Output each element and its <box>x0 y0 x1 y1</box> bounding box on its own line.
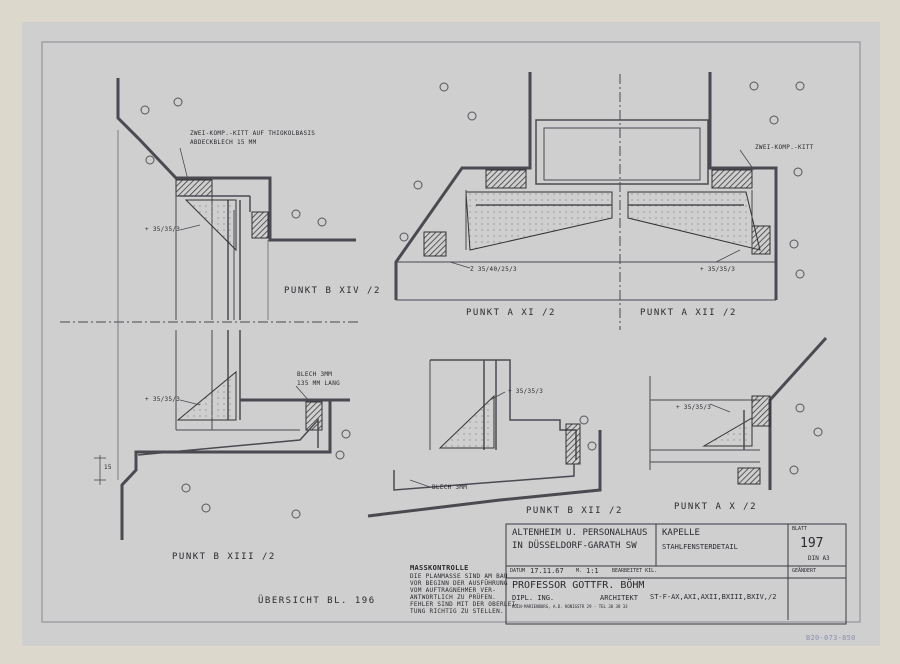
masskontrolle-line-4: ANTWORTLICH ZU PRÜFEN. <box>410 594 497 601</box>
punkt-a11-label: PUNKT A XI /2 <box>466 308 556 318</box>
massstab-value: 1:1 <box>586 567 599 575</box>
architect-name: PROFESSOR GOTTFR. BÖHM <box>512 580 645 591</box>
kitt-right-label: ZWEI-KOMP.-KITT <box>755 144 814 151</box>
profile-label-2: + 35/35/3 <box>145 396 181 403</box>
profile-label-5: + 35/35/3 <box>676 404 712 411</box>
project-line-1: ALTENHEIM U. PERSONALHAUS <box>512 528 648 538</box>
profile-z-label: Z 35/40/25/3 <box>470 266 517 273</box>
blatt-label: BLATT <box>792 526 808 532</box>
project-line-2: IN DÜSSELDORF-GARATH SW <box>512 541 637 551</box>
detail-top-right <box>394 72 778 330</box>
datum-label: DATUM <box>510 568 526 574</box>
blech-label-2: 135 MM LANG <box>297 380 341 387</box>
punkt-b12-label: PUNKT B XII /2 <box>526 506 623 516</box>
masskontrolle-line-6: TUNG RICHTIG ZU STELLEN. <box>410 608 504 615</box>
profile-label-4: + 35/35/3 <box>508 388 544 395</box>
blech-label-1: BLECH 3MM <box>297 371 333 378</box>
kitt-note-2: ABDECKBLECH 15 MM <box>190 139 257 146</box>
massstab-label: M. <box>576 568 583 574</box>
architect-degree: DIPL. ING. <box>512 594 555 602</box>
profile-label-3: + 35/35/3 <box>700 266 736 273</box>
punkt-a10-label: PUNKT A X /2 <box>674 502 758 512</box>
title-block-frame <box>505 523 847 625</box>
drawing-sheet <box>22 22 880 646</box>
dimension-15: 15 <box>104 464 112 471</box>
geaendert-label: GEÄNDERT <box>792 568 817 574</box>
punkt-a12-label: PUNKT A XII /2 <box>640 308 737 318</box>
masskontrolle-line-3: VOM AUFTRAGNEHMER VER- <box>410 587 497 594</box>
subject-1: KAPELLE <box>662 528 700 538</box>
overview-reference: ÜBERSICHT BL. 196 <box>258 596 376 606</box>
blatt-number: 197 <box>800 536 824 551</box>
detail-bottom-right <box>649 336 828 490</box>
masskontrolle-line-2: VOR BEGINN DER AUSFÜHRUNG <box>410 580 508 587</box>
masskontrolle-line-5: FEHLER SIND MIT DER OBERLEI- <box>410 601 520 608</box>
drawing-code: ST-F-AX,AXI,AXII,BXIII,BXIV,/2 <box>650 593 777 601</box>
masskontrolle-line-1: DIE PLANMASSE SIND AM BAU <box>410 573 508 580</box>
punkt-b14-label: PUNKT B XIV /2 <box>284 286 381 296</box>
datum-value: 17.11.67 <box>530 567 564 575</box>
bearbeiter: BEARBEITET KIL. <box>612 568 658 574</box>
format-label: DIN A3 <box>808 555 830 562</box>
architect-address: KÖLN-MARIENBURG, A.D. KONIGSTR 29 - TEL … <box>512 604 628 609</box>
architekt-label: ARCHITEKT <box>600 594 638 602</box>
archive-number: B20-073-850 <box>806 634 856 642</box>
punkt-b13-label: PUNKT B XIII /2 <box>172 552 276 562</box>
gravel-marks <box>140 81 823 519</box>
subject-2: STAHLFENSTERDETAIL <box>662 543 738 551</box>
masskontrolle-title: MASSKONTROLLE <box>410 564 469 572</box>
profile-label-1: + 35/35/3 <box>145 226 181 233</box>
detail-left <box>60 78 360 540</box>
blech-label-3: BLECH 3MM <box>432 484 468 491</box>
detail-bottom-middle <box>367 359 602 518</box>
kitt-note-1: ZWEI-KOMP.-KITT AUF THIOKOLBASIS <box>190 130 316 137</box>
